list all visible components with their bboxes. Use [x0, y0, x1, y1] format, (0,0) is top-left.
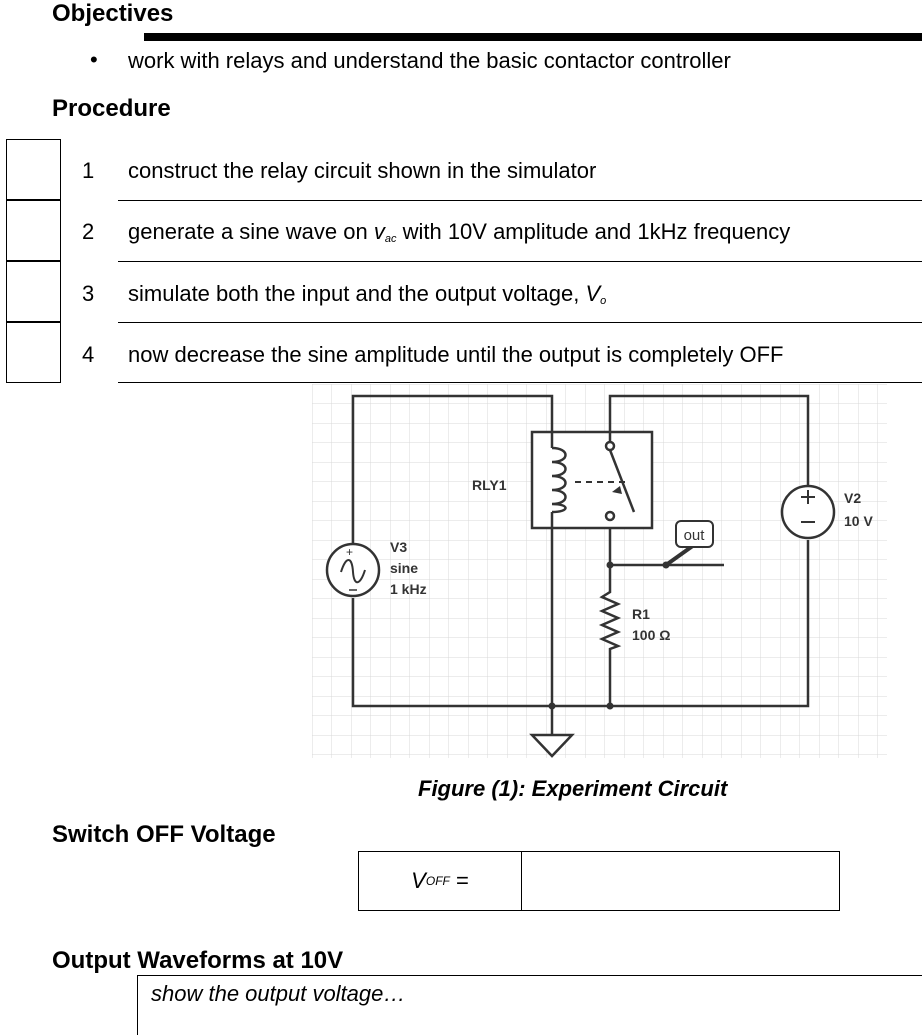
step-1-checkbox[interactable]	[6, 139, 61, 200]
step-2-text-b: with 10V amplitude and 1kHz frequency	[396, 219, 791, 244]
relay-coil	[550, 432, 567, 528]
vo-var: V	[585, 281, 601, 306]
step-divider	[118, 200, 922, 201]
dc-source-name: V2	[844, 490, 861, 506]
wires	[351, 394, 810, 735]
relay-body	[530, 430, 654, 530]
vac-subscript: ac	[384, 233, 397, 245]
step-1-number: 1	[82, 158, 95, 183]
voff-var: V	[411, 868, 426, 893]
dc-source-icon	[780, 484, 836, 540]
step-3-checkbox[interactable]	[6, 261, 61, 322]
voff-equals: =	[449, 868, 469, 893]
step-3-number: 3	[82, 281, 95, 306]
switch-off-heading: Switch OFF Voltage	[52, 821, 276, 848]
voff-subscript: OFF	[425, 874, 450, 888]
step-3-text: simulate both the input and the output v…	[128, 281, 606, 307]
step-divider	[118, 382, 922, 383]
bullet: •	[90, 47, 98, 72]
procedure-heading: Procedure	[52, 95, 171, 122]
step-2-number: 2	[82, 219, 95, 244]
step-divider	[118, 261, 922, 262]
step-2-text-a: generate a sine wave on	[128, 219, 374, 244]
probe-label: out	[684, 527, 706, 544]
resistor-icon	[598, 585, 622, 654]
ac-source-name: V3	[390, 539, 407, 555]
dc-source-value: 10 V	[844, 513, 873, 529]
step-1-text: construct the relay circuit shown in the…	[128, 158, 597, 183]
objectives-heading: Objectives	[52, 0, 174, 27]
resistor-name: R1	[632, 606, 650, 622]
relay-label: RLY1	[472, 477, 507, 493]
output-waveforms-heading: Output Waveforms at 10V	[52, 947, 344, 974]
voff-value-field[interactable]	[522, 852, 839, 910]
step-4-checkbox[interactable]	[6, 322, 61, 383]
circuit-diagram: + out RLY1 V3 sine 1 kHz V2 10 V R1 100 …	[312, 384, 887, 758]
ac-source-freq: 1 kHz	[390, 581, 427, 597]
step-2-checkbox[interactable]	[6, 200, 61, 261]
objectives-rule	[144, 33, 922, 41]
figure-caption: Figure (1): Experiment Circuit	[418, 776, 728, 801]
step-4-text: now decrease the sine amplitude until th…	[128, 342, 784, 367]
ac-plus-icon: +	[346, 545, 353, 559]
sine-symbol-icon	[340, 559, 366, 584]
relay-arrow-icon	[612, 486, 622, 494]
vo-subscript: o	[600, 295, 607, 307]
step-2-text: generate a sine wave on vac with 10V amp…	[128, 219, 790, 245]
probe-icon	[664, 543, 696, 567]
probe-tag	[675, 520, 714, 548]
step-4-number: 4	[82, 342, 95, 367]
vac-var: v	[373, 219, 385, 244]
waveform-hint: show the output voltage…	[151, 981, 406, 1006]
step-3-text-a: simulate both the input and the output v…	[128, 281, 586, 306]
step-divider	[118, 322, 922, 323]
resistor-value: 100 Ω	[632, 627, 670, 643]
waveform-answer-box[interactable]	[137, 975, 922, 1035]
ground-icon	[529, 733, 575, 758]
ac-source-type: sine	[390, 560, 418, 576]
objective-item: work with relays and understand the basi…	[128, 48, 731, 73]
